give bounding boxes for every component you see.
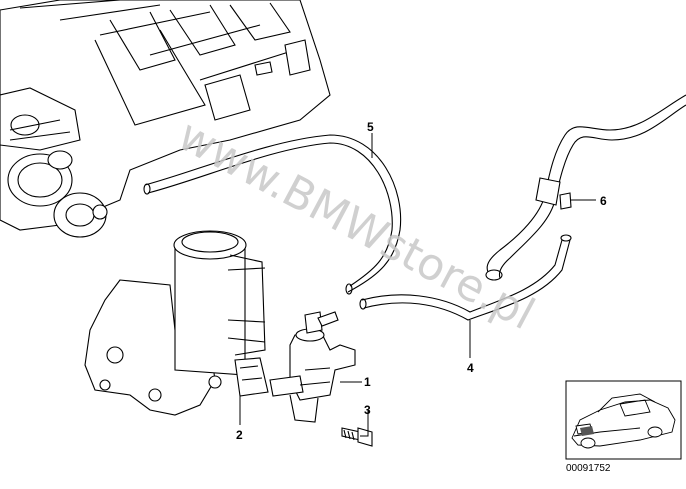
part-label-4: 4 bbox=[467, 361, 474, 375]
hose-5 bbox=[143, 134, 402, 295]
booster-line bbox=[485, 94, 686, 281]
filter-housing bbox=[84, 230, 269, 416]
engine-block bbox=[0, 0, 331, 238]
part-label-1: 1 bbox=[364, 375, 371, 389]
part-label-3: 3 bbox=[364, 403, 371, 417]
pressure-converter bbox=[269, 311, 356, 423]
hose-4 bbox=[359, 234, 572, 321]
reference-code: 00091752 bbox=[566, 463, 611, 474]
part-label-5: 5 bbox=[367, 120, 374, 134]
part-label-2: 2 bbox=[236, 428, 243, 442]
car-thumbnail bbox=[565, 380, 682, 460]
part-label-6: 6 bbox=[600, 194, 607, 208]
leader-lines bbox=[239, 133, 596, 437]
